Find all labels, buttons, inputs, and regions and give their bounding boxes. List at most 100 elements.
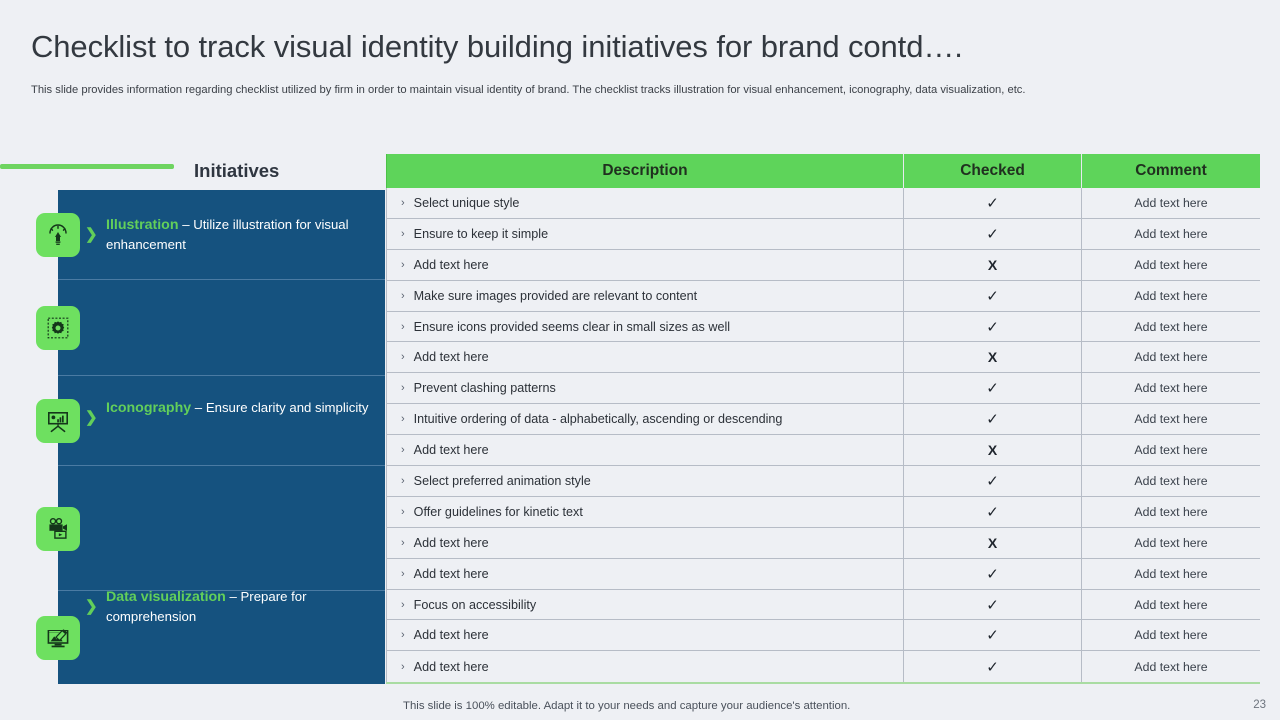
check-mark-icon[interactable]: ✓ [904,466,1082,496]
cell-description[interactable]: ›Add text here [387,527,904,558]
cell-comment[interactable]: Add text here [1134,412,1208,427]
initiative-title: Iconography [106,400,192,416]
initiative-row[interactable]: ❯Web design & interactivity – Build opti… [58,591,385,684]
cell-description[interactable]: ›Add text here [387,651,904,683]
cell-comment[interactable]: Add text here [1134,535,1208,550]
cell-comment[interactable]: Add text here [1134,628,1208,643]
cell-description[interactable]: ›Add text here [387,620,904,651]
cross-mark-icon[interactable]: X [904,435,1082,466]
chevron-right-icon: › [401,505,405,518]
table-header-row: Description Checked Comment [386,154,1260,188]
table-row[interactable]: ›Select unique style✓ Add text here [386,188,1260,219]
cell-comment[interactable]: Add text here [1134,473,1208,488]
table-row[interactable]: › Add text here X Add text here [386,342,1260,374]
cell-description[interactable]: ›Select unique style [387,188,904,218]
initiative-row[interactable]: ❯Iconography – Ensure clarity and simpli… [58,280,385,425]
check-mark-icon[interactable]: ✓ [904,558,1082,589]
cross-mark-icon[interactable]: X [904,527,1082,558]
check-mark-icon[interactable]: ✓ [904,589,1082,620]
chevron-right-icon: › [401,289,405,302]
cell-comment[interactable]: Add text here [1134,195,1208,210]
column-header-checked: Checked [904,154,1082,188]
description-text: Ensure to keep it simple [413,226,549,241]
chevron-right-icon: › [401,227,405,240]
table-row[interactable]: ›Intuitive ordering of data - alphabetic… [386,404,1260,436]
initiative-description: Utilize illustration for visual enhancem… [106,217,349,252]
cell-description[interactable]: › Ensure to keep it simple [387,218,904,249]
initiative-description: Ensure clarity and simplicity [205,400,369,415]
table-row[interactable]: ›Ensure icons provided seems clear in sm… [386,311,1260,343]
initiative-row[interactable]: ❯Illustration – Utilize illustration for… [58,190,385,280]
cell-comment[interactable]: Add text here [1134,350,1208,365]
chevron-right-icon: ❯ [85,598,98,615]
cell-description[interactable]: ›Add text here [387,558,904,589]
chevron-right-icon: › [401,382,405,395]
video-motion-graphics-camera-icon [36,506,80,551]
cell-comment[interactable]: Add text here [1134,257,1208,272]
description-text: Select unique style [413,195,520,210]
table-row[interactable]: ›Offer guidelines for kinetic text✓ Add t… [386,496,1260,528]
cell-comment[interactable]: Add text here [1134,319,1208,334]
cell-comment[interactable]: Add text here [1134,443,1208,458]
cross-mark-icon[interactable]: X [904,249,1082,280]
table-body: ›Select unique style✓Add text here›Ensur… [386,188,1260,683]
cell-comment[interactable]: Add text here [1134,504,1208,519]
description-text: Intuitive ordering of data - alphabetica… [413,412,783,427]
cell-description[interactable]: › Make sure images provided are relevant … [387,280,904,311]
cell-description[interactable]: ›Add text here [387,435,904,466]
check-mark-icon[interactable]: ✓ [904,188,1082,218]
cell-comment[interactable]: Add text here [1134,381,1208,396]
table-row[interactable]: ›Prevent clashing patterns✓ Add text here [386,373,1260,405]
check-mark-icon[interactable]: ✓ [904,218,1082,249]
accent-rule [0,164,174,169]
initiative-row[interactable]: ❯Video & motion graphics – Enable consis… [58,466,385,591]
check-mark-icon[interactable]: ✓ [904,311,1082,342]
table-row[interactable]: ›Add text here✓ Add text here [386,558,1260,590]
cell-comment[interactable]: Add text here [1134,597,1208,612]
description-text: Make sure images provided are relevant t… [413,288,698,303]
cell-description[interactable]: › Add text here [387,342,904,373]
cell-comment[interactable]: Add text here [1134,288,1208,303]
cell-comment[interactable]: Add text here [1134,659,1208,674]
initiative-dash: – [225,589,241,604]
check-mark-icon[interactable]: ✓ [904,651,1082,683]
check-mark-icon[interactable]: ✓ [904,496,1082,527]
description-text: Add text here [413,566,489,581]
cell-comment[interactable]: Add text here [1134,226,1208,241]
cell-description[interactable]: ›Intuitive ordering of data - alphabetic… [387,404,904,435]
check-mark-icon[interactable]: ✓ [904,620,1082,651]
cell-description[interactable]: ›Add text here [387,249,904,280]
table-row[interactable]: › Make sure images provided are relevant … [386,280,1260,312]
initiatives-panel: ❯ Illustration – Utilize illustration for… [58,190,385,684]
page-title: Checklist to track visual identity build… [31,29,963,64]
cell-description[interactable]: ›Ensure icons provided seems clear in sm… [387,311,904,342]
initiative-text: Illustration – Utilize illustration for … [106,215,375,254]
cross-mark-icon[interactable]: X [904,342,1082,373]
table-row[interactable]: ›Add text here✓ Add text here [386,651,1260,683]
check-mark-icon[interactable]: ✓ [904,280,1082,311]
table-row[interactable]: › Ensure to keep it simple ✓ Add text here [386,218,1260,250]
chevron-right-icon: › [401,351,405,364]
chevron-right-icon: › [401,444,405,457]
cell-description[interactable]: ›Offer guidelines for kinetic text [387,496,904,527]
table-row[interactable]: ›Select preferred animation style✓ Add te… [386,466,1260,497]
check-mark-icon[interactable]: ✓ [904,404,1082,435]
check-mark-icon[interactable]: ✓ [904,373,1082,404]
table-row[interactable]: ›Focus on accessibility✓ Add text here [386,589,1260,621]
description-text: Add text here [413,350,489,365]
cell-comment[interactable]: Add text here [1134,566,1208,581]
cell-description[interactable]: ›Prevent clashing patterns [387,373,904,404]
description-text: Focus on accessibility [413,597,537,612]
initiative-row[interactable]: ❯Data visualization – Prepare for compre… [58,376,385,624]
cell-description[interactable]: ›Focus on accessibility [387,589,904,620]
chevron-right-icon: › [401,660,405,673]
initiative-description: Prepare for comprehension [106,589,307,624]
chevron-right-icon: › [401,536,405,549]
description-text: Add text here [413,257,489,272]
illustration-pen-idea-icon [36,213,80,257]
table-row[interactable]: ›Add text here✓ Add text here [386,620,1260,652]
cell-description[interactable]: ›Select preferred animation style [387,466,904,496]
